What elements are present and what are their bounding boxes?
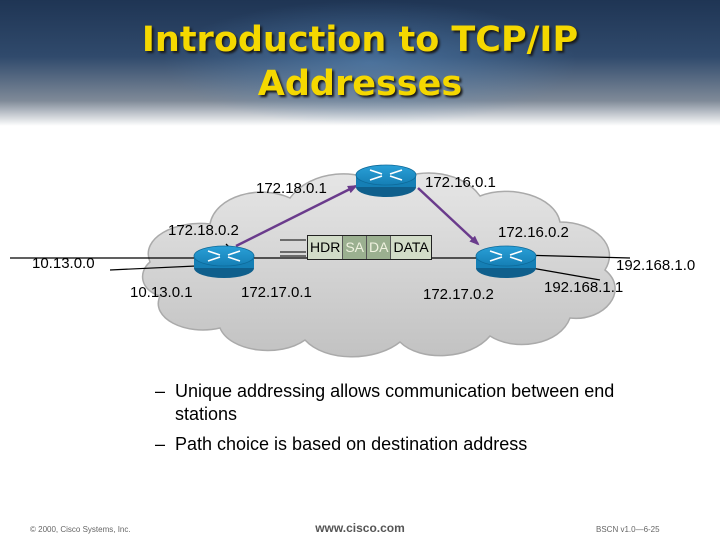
bullet-item: –Path choice is based on destination add… bbox=[155, 433, 635, 456]
packet-header: HDR bbox=[308, 236, 344, 259]
router-right-icon[interactable] bbox=[475, 245, 537, 278]
packet-source-address: SA bbox=[343, 236, 368, 259]
packet-data: DATA bbox=[391, 236, 431, 259]
label-172-17-0-2: 172.17.0.2 bbox=[423, 286, 494, 303]
label-10-13-0-0: 10.13.0.0 bbox=[32, 255, 95, 272]
title-banner: Introduction to TCP/IP Addresses bbox=[0, 0, 720, 126]
bullet-marker: – bbox=[155, 434, 166, 454]
label-172-18-0-1: 172.18.0.1 bbox=[256, 180, 327, 197]
bullet-text: Unique addressing allows communication b… bbox=[175, 381, 615, 424]
footer-slide-id: BSCN v1.0—6-25 bbox=[596, 525, 660, 534]
slide-title-line-1: Introduction to TCP/IP bbox=[141, 20, 579, 60]
footer-website: www.cisco.com bbox=[315, 521, 405, 535]
bullet-marker: – bbox=[155, 381, 166, 401]
footer-copyright: © 2000, Cisco Systems, Inc. bbox=[30, 525, 131, 534]
label-172-17-0-1: 172.17.0.1 bbox=[241, 284, 312, 301]
label-192-168-1-1: 192.168.1.1 bbox=[544, 279, 624, 296]
label-10-13-0-1: 10.13.0.1 bbox=[130, 284, 193, 301]
label-172-18-0-2: 172.18.0.2 bbox=[168, 222, 239, 239]
router-top-icon[interactable] bbox=[355, 164, 417, 197]
label-172-16-0-1: 172.16.0.1 bbox=[425, 174, 496, 191]
bullet-list: –Unique addressing allows communication … bbox=[155, 380, 635, 463]
slide-title: Introduction to TCP/IP Addresses bbox=[0, 18, 720, 106]
packet-trail bbox=[280, 239, 306, 257]
slide-title-line-2: Addresses bbox=[257, 64, 463, 104]
left-network-link bbox=[10, 257, 197, 271]
network-cloud bbox=[141, 172, 616, 358]
data-packet: HDR SA DA DATA bbox=[307, 235, 432, 260]
label-172-16-0-2: 172.16.0.2 bbox=[498, 224, 569, 241]
bullet-text: Path choice is based on destination addr… bbox=[175, 434, 528, 454]
router-left-icon[interactable] bbox=[193, 245, 255, 278]
title-banner-glow bbox=[160, 0, 580, 126]
packet-destination-address: DA bbox=[367, 236, 392, 259]
bullet-item: –Unique addressing allows communication … bbox=[155, 380, 635, 426]
label-192-168-1-0: 192.168.1.0 bbox=[616, 257, 696, 274]
